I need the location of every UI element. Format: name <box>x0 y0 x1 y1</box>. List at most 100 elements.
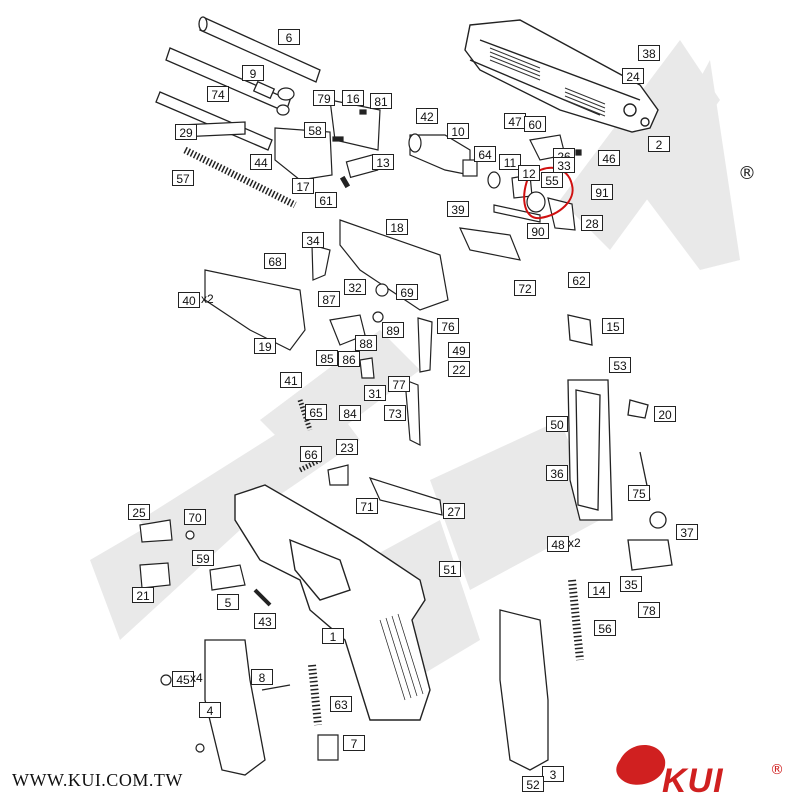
part-label-65: 65 <box>305 404 327 420</box>
highlight-ring <box>523 166 574 220</box>
part-label-78: 78 <box>638 602 660 618</box>
part-label-24: 24 <box>622 68 644 84</box>
part-label-39: 39 <box>447 201 469 217</box>
part-label-21: 21 <box>132 587 154 603</box>
part-label-2: 2 <box>648 136 670 152</box>
part-label-32: 32 <box>344 279 366 295</box>
part-label-90: 90 <box>527 223 549 239</box>
part-label-12: 12 <box>518 165 540 181</box>
part-label-8: 8 <box>251 669 273 685</box>
part-label-42: 42 <box>416 108 438 124</box>
part-label-10: 10 <box>447 123 469 139</box>
quantity-45: x4 <box>190 671 203 685</box>
part-label-62: 62 <box>568 272 590 288</box>
part-label-27: 27 <box>443 503 465 519</box>
part-label-9: 9 <box>242 65 264 81</box>
part-label-20: 20 <box>654 406 676 422</box>
quantity-40: x2 <box>201 292 214 306</box>
part-label-44: 44 <box>250 154 272 170</box>
part-label-79: 79 <box>313 90 335 106</box>
part-label-49: 49 <box>448 342 470 358</box>
part-label-23: 23 <box>336 439 358 455</box>
part-label-11: 11 <box>499 154 521 170</box>
part-label-15: 15 <box>602 318 624 334</box>
part-label-34: 34 <box>302 232 324 248</box>
part-slide-drawing <box>464 19 659 133</box>
part-small-parts-drawing <box>139 519 339 761</box>
part-label-52: 52 <box>522 776 544 792</box>
part-label-68: 68 <box>264 253 286 269</box>
part-label-64: 64 <box>474 146 496 162</box>
part-lower-frame-drawing <box>234 484 431 721</box>
part-label-5: 5 <box>217 594 239 610</box>
part-label-45: 45 <box>172 671 194 687</box>
part-label-75: 75 <box>628 485 650 501</box>
part-label-37: 37 <box>676 524 698 540</box>
part-label-72: 72 <box>514 280 536 296</box>
part-label-48: 48 <box>547 536 569 552</box>
part-label-63: 63 <box>330 696 352 712</box>
part-label-89: 89 <box>382 322 404 338</box>
brand-logo-mark <box>616 745 666 785</box>
part-label-4: 4 <box>199 702 221 718</box>
part-label-91: 91 <box>591 184 613 200</box>
part-label-28: 28 <box>581 215 603 231</box>
part-hop-up-drawing <box>274 87 381 189</box>
part-nozzle-assembly-drawing <box>408 133 582 261</box>
part-label-18: 18 <box>386 219 408 235</box>
part-label-3: 3 <box>542 766 564 782</box>
part-grip-panels-drawing <box>204 609 549 776</box>
part-label-35: 35 <box>620 576 642 592</box>
part-frame-rails-drawing <box>204 219 449 446</box>
part-label-40: 40 <box>178 292 200 308</box>
part-label-66: 66 <box>300 446 322 462</box>
part-label-77: 77 <box>388 376 410 392</box>
brand-registered-mark: ® <box>770 762 784 778</box>
part-label-87: 87 <box>318 291 340 307</box>
registered-mark: ® <box>738 163 756 184</box>
part-label-60: 60 <box>524 116 546 132</box>
part-label-38: 38 <box>638 45 660 61</box>
part-label-86: 86 <box>338 351 360 367</box>
part-label-36: 36 <box>546 465 568 481</box>
part-label-33: 33 <box>553 157 575 173</box>
part-label-81: 81 <box>370 93 392 109</box>
part-label-17: 17 <box>292 178 314 194</box>
part-label-41: 41 <box>280 372 302 388</box>
part-label-74: 74 <box>207 86 229 102</box>
part-label-22: 22 <box>448 361 470 377</box>
part-label-58: 58 <box>304 122 326 138</box>
part-label-1: 1 <box>322 628 344 644</box>
brand-name: KUI <box>662 762 724 800</box>
part-label-46: 46 <box>598 150 620 166</box>
part-label-57: 57 <box>172 170 194 186</box>
part-label-59: 59 <box>192 550 214 566</box>
part-label-13: 13 <box>372 154 394 170</box>
part-barrel-drawing <box>155 16 321 151</box>
part-label-19: 19 <box>254 338 276 354</box>
website-url: WWW.KUI.COM.TW <box>12 770 183 790</box>
part-label-85: 85 <box>316 350 338 366</box>
part-label-84: 84 <box>339 405 361 421</box>
part-label-16: 16 <box>342 90 364 106</box>
part-label-31: 31 <box>364 385 386 401</box>
part-label-56: 56 <box>594 620 616 636</box>
part-label-51: 51 <box>439 561 461 577</box>
part-label-6: 6 <box>278 29 300 45</box>
part-label-71: 71 <box>356 498 378 514</box>
part-label-14: 14 <box>588 582 610 598</box>
part-label-70: 70 <box>184 509 206 525</box>
part-label-25: 25 <box>128 504 150 520</box>
part-label-69: 69 <box>396 284 418 300</box>
part-magazine-drawing <box>308 314 673 726</box>
part-label-88: 88 <box>355 335 377 351</box>
part-label-47: 47 <box>504 113 526 129</box>
part-label-53: 53 <box>609 357 631 373</box>
quantity-48: x2 <box>568 536 581 550</box>
part-label-76: 76 <box>437 318 459 334</box>
part-recoil-spring-drawing <box>183 146 297 209</box>
part-label-7: 7 <box>343 735 365 751</box>
part-label-61: 61 <box>315 192 337 208</box>
part-label-73: 73 <box>384 405 406 421</box>
